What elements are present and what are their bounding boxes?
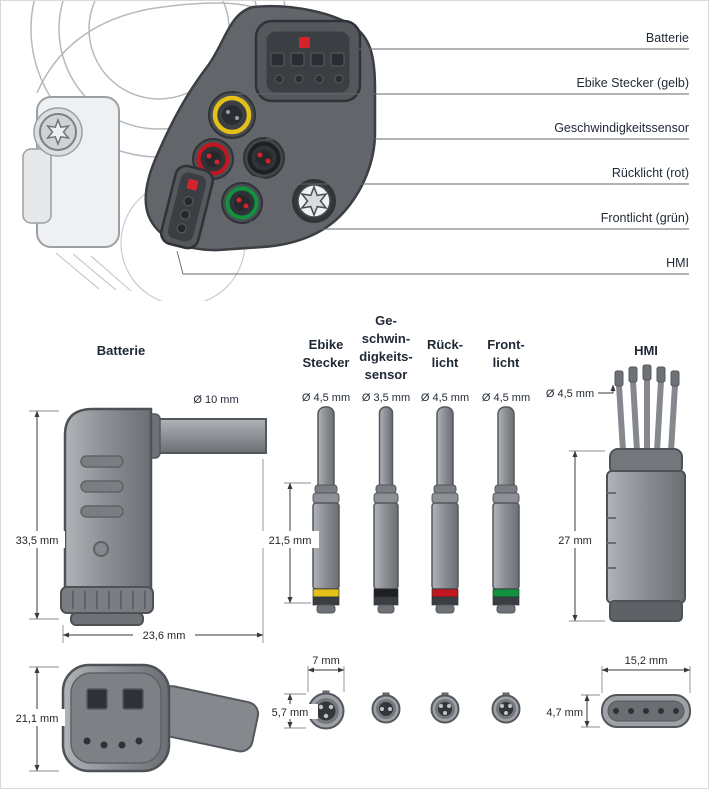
frontlicht-socket (221, 182, 263, 224)
batterie-height-dimension: 33,5 mm (9, 410, 65, 620)
hmi-diameter-arrow (598, 384, 616, 394)
ebike-plug-side-view (312, 406, 340, 614)
ruecklicht-cable-diameter: Ø 4,5 mm (421, 392, 469, 404)
batterie-face-height-dimension: 21,1 mm (9, 666, 65, 772)
batterie-side-view (60, 407, 267, 626)
ebike-face-width-dimension: 7 mm (307, 655, 345, 692)
ebike-column: Ebike Stecker Ø 4,5 mm 21,5 mm (261, 337, 350, 730)
hmi-face-width-label: 15,2 mm (625, 655, 668, 667)
batterie-header: Batterie (97, 343, 145, 358)
ebike-header-line2: Stecker (303, 355, 350, 370)
ebike-face-width-label: 7 mm (312, 655, 340, 667)
ebike-plug-length-label: 21,5 mm (269, 535, 312, 547)
callout-frontlicht: Frontlicht (grün) (601, 211, 689, 225)
batterie-cable-diameter: Ø 10 mm (193, 394, 238, 406)
ebike-socket (208, 91, 256, 139)
hmi-header: HMI (634, 343, 658, 358)
frontlicht-color-ring (492, 588, 520, 598)
ruecklicht-color-ring (431, 588, 459, 598)
hmi-plug-length-label: 27 mm (558, 535, 592, 547)
callout-leader-lines (176, 48, 689, 275)
batterie-socket (254, 19, 362, 103)
batterie-height-label: 33,5 mm (16, 535, 59, 547)
frontlicht-plug-side-view (492, 406, 520, 614)
speed-face-view (371, 692, 401, 724)
callout-hmi: HMI (666, 256, 689, 270)
batterie-face-view (61, 663, 260, 773)
hmi-cable-diameter: Ø 4,5 mm (546, 388, 594, 400)
callout-batterie: Batterie (646, 31, 689, 45)
speed-header-line3: digkeits- (359, 349, 412, 364)
ebike-color-ring (312, 588, 340, 598)
ruecklicht-header-line1: Rück- (427, 337, 463, 352)
hmi-plug-side-view (606, 364, 686, 622)
frontlicht-header-line2: licht (493, 355, 520, 370)
batterie-column: Batterie Ø 10 mm 33,5 m (9, 343, 267, 773)
callout-ruecklicht: Rücklicht (rot) (612, 166, 689, 180)
frontlicht-column: Front- licht Ø 4,5 mm (482, 337, 530, 724)
frontlicht-cable-diameter: Ø 4,5 mm (482, 392, 530, 404)
hmi-face-width-dimension: 15,2 mm (601, 655, 691, 693)
speed-header-line4: sensor (365, 367, 408, 382)
motor-housing-sketch (22, 1, 288, 301)
speed-sensor-column: Ge- schwin- digkeits- sensor Ø 3,5 mm (359, 313, 413, 724)
speed-header-line2: schwin- (362, 331, 410, 346)
ebike-header-line1: Ebike (309, 337, 344, 352)
speed-cable-diameter: Ø 3,5 mm (362, 392, 410, 404)
ebike-face-height-dimension: 5,7 mm (262, 693, 318, 729)
motor-connection-diagram: Batterie Ebike Stecker (gelb) Geschwindi… (22, 1, 689, 301)
speed-plug-side-view (373, 406, 399, 614)
frontlicht-face-view (491, 692, 521, 724)
connector-dimensions-diagram: Batterie Ø 10 mm 33,5 m (9, 313, 691, 773)
batterie-depth-label: 23,6 mm (143, 630, 186, 642)
callout-ebike-stecker: Ebike Stecker (gelb) (576, 76, 689, 90)
ruecklicht-column: Rück- licht Ø 4,5 mm (421, 337, 469, 724)
hmi-face-view (601, 694, 691, 728)
ruecklicht-plug-side-view (431, 406, 459, 614)
callout-geschwindigkeitssensor: Geschwindigkeitssensor (554, 121, 689, 135)
hmi-face-height-dimension: 4,7 mm (545, 694, 600, 728)
hmi-face-height-label: 4,7 mm (546, 707, 583, 719)
panel-torx-screw-icon (292, 179, 336, 223)
ruecklicht-face-view (430, 692, 460, 724)
batterie-face-height-label: 21,1 mm (16, 713, 59, 725)
torx-screw-icon (33, 107, 83, 157)
speed-header-line1: Ge- (375, 313, 397, 328)
red-key-marker (186, 178, 199, 191)
hmi-plug-length-dimension: 27 mm (547, 450, 605, 622)
ebike-cable-diameter: Ø 4,5 mm (302, 392, 350, 404)
hmi-socket (159, 164, 215, 250)
frontlicht-header-line1: Front- (487, 337, 525, 352)
speed-color-ring (373, 588, 399, 598)
ruecklicht-header-line2: licht (432, 355, 459, 370)
ebike-plug-length-dimension: 21,5 mm (261, 482, 319, 604)
speed-sensor-socket (243, 137, 285, 179)
connector-panel (144, 4, 377, 252)
batterie-depth-dimension: 23,6 mm (62, 459, 264, 643)
callout-labels: Batterie Ebike Stecker (gelb) Geschwindi… (554, 31, 689, 270)
ebike-face-height-label: 5,7 mm (272, 707, 309, 719)
red-key-marker (299, 37, 310, 48)
hmi-column: HMI Ø 4,5 mm (545, 343, 691, 728)
